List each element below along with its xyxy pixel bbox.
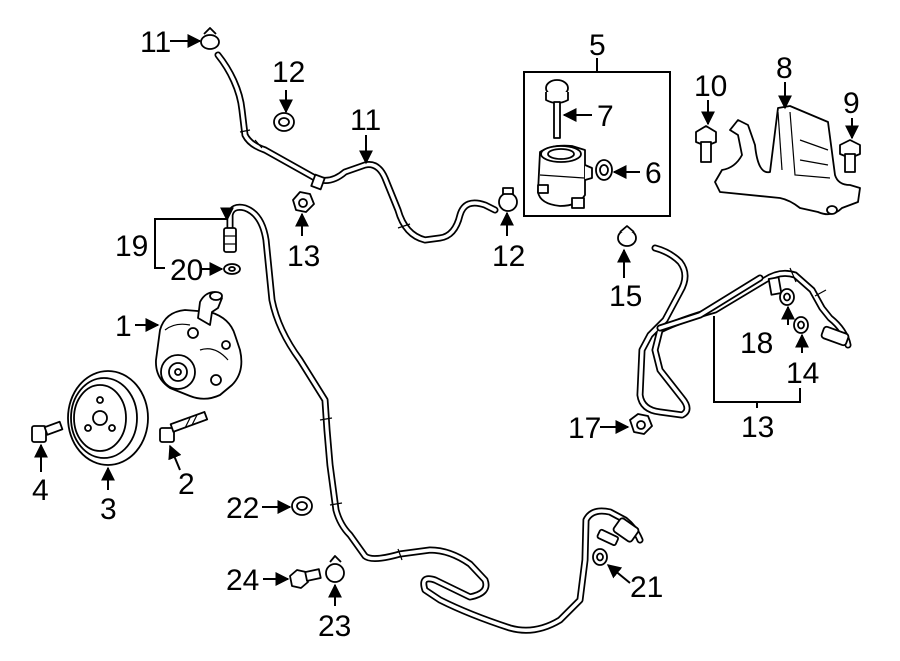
clamp-24 — [325, 555, 345, 583]
reservoir-hose — [214, 51, 499, 244]
callout-24: 23 — [318, 610, 351, 643]
callout-labels: 11 12 11 12 13 5 7 6 8 9 10 15 18 14 13 … — [32, 26, 860, 643]
fluid-reservoir — [537, 144, 593, 209]
callout-17: 15 — [609, 280, 642, 313]
return-line-assembly — [636, 244, 852, 419]
washer-16 — [793, 316, 809, 334]
callout-1: 1 — [115, 310, 132, 343]
callout-2: 2 — [178, 468, 195, 501]
hose-clamp-upper — [200, 27, 220, 50]
callout-13: 12 — [272, 56, 305, 89]
fitting-bolt-22 — [596, 528, 619, 546]
callout-11: 11 — [350, 104, 381, 137]
callout-23: 22 — [226, 492, 259, 525]
callout-12-lower: 12 — [492, 240, 525, 273]
pressure-line — [223, 203, 644, 634]
callout-3: 3 — [100, 493, 117, 526]
nut-18 — [629, 413, 653, 435]
washer-22 — [592, 548, 608, 566]
nut-14 — [292, 191, 315, 213]
callout-12-upper: 11 — [140, 26, 171, 59]
callout-20: 19 — [115, 230, 148, 263]
bolt-25 — [289, 568, 322, 589]
power-steering-pump — [155, 291, 243, 400]
callout-18: 17 — [568, 412, 601, 445]
callout-25: 24 — [226, 564, 259, 597]
callout-21: 20 — [170, 254, 203, 287]
callout-6: 6 — [645, 157, 662, 190]
callout-5: 5 — [589, 29, 606, 62]
callout-4: 4 — [32, 474, 49, 507]
callout-22: 21 — [630, 571, 663, 604]
callout-14: 13 — [287, 240, 320, 273]
clamp-23 — [291, 496, 313, 516]
hose-clamp-13 — [273, 112, 295, 132]
leader-lines — [34, 34, 859, 606]
callout-19: 18 — [740, 327, 773, 360]
callout-9: 9 — [843, 87, 860, 120]
bracket-bolt-10 — [695, 125, 717, 163]
bracket-bolt-9 — [839, 139, 861, 173]
reservoir-cap — [545, 79, 569, 139]
callout-16: 14 — [786, 357, 819, 390]
pump-pulley — [67, 370, 149, 466]
callout-8: 8 — [776, 52, 793, 85]
clamp-17 — [617, 225, 637, 247]
callout-7: 7 — [597, 100, 614, 133]
washer-21 — [223, 263, 241, 275]
reservoir-bracket — [714, 105, 861, 216]
washer-19 — [779, 288, 795, 306]
pulley-bolt — [31, 420, 64, 443]
pump-mounting-bolt — [159, 411, 209, 443]
hose-clamp-lower — [498, 187, 518, 212]
callout-15: 13 — [741, 411, 774, 444]
callout-10: 10 — [694, 70, 727, 103]
reservoir-grommet — [595, 159, 613, 181]
